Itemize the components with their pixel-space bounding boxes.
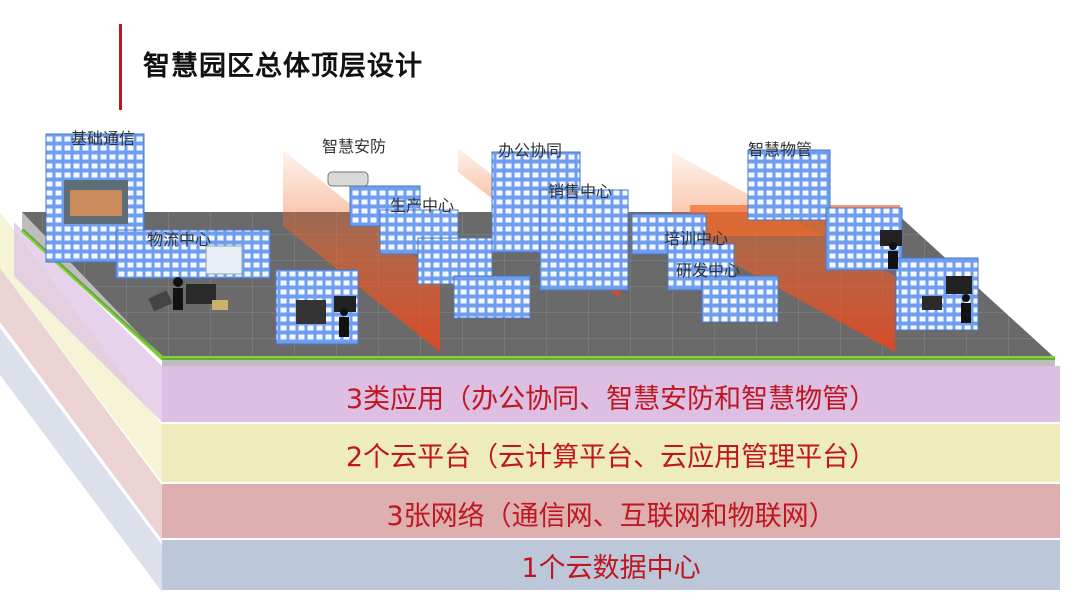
label-office: 办公协同 [498,141,563,160]
label-logistics: 物流中心 [147,230,212,249]
layer-band-apps [162,366,1060,422]
layer-side-slabs [0,212,162,592]
layer-apps-label: 3类应用（办公协同、智慧安防和智慧物管） [345,384,877,415]
layer-cloud-label: 2个云平台（云计算平台、云应用管理平台） [345,442,877,473]
label-sales: 销售中心 [548,182,613,201]
layer-band-datacenter [162,540,1060,590]
workstation-icons [148,171,972,337]
platform-green-edge [20,228,1055,360]
label-rnd: 研发中心 [676,261,741,280]
title-accent-bar [119,24,122,110]
label-basic-comm: 基础通信 [71,129,136,148]
layer-datacenter-label: 1个云数据中心 [521,553,701,584]
label-property: 智慧物管 [748,140,813,159]
layer-network-label: 3张网络（通信网、互联网和物联网） [386,501,836,532]
label-production: 生产中心 [390,196,455,215]
label-security: 智慧安防 [322,137,387,156]
layer-band-network [162,484,1060,538]
page-title: 智慧园区总体顶层设计 [143,51,423,82]
camera-icon [327,171,369,187]
layer-band-cloud [162,424,1060,482]
label-training: 培训中心 [664,229,729,248]
